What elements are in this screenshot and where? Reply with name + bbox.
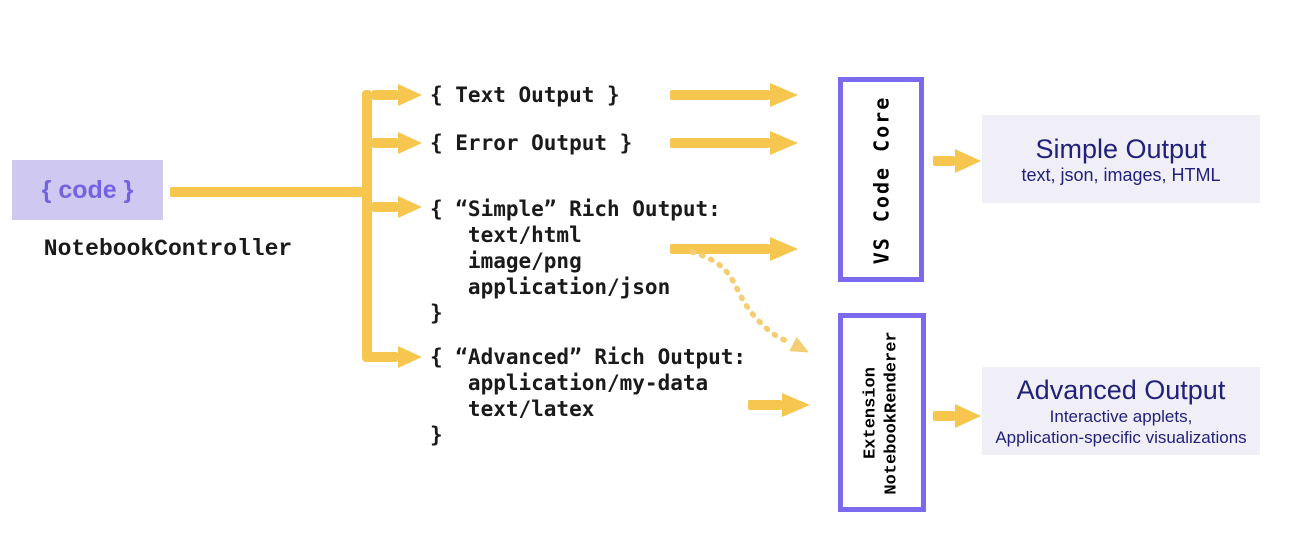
- simple-output-card: Simple Output text, json, images, HTML: [982, 115, 1260, 203]
- simple-rich-line: }: [430, 301, 443, 325]
- advanced-rich-line: application/my-data: [430, 371, 709, 395]
- result-arrow-advanced-line: [933, 411, 955, 421]
- advanced-output-card: Advanced Output Interactive applets, App…: [982, 367, 1260, 455]
- result-arrow-simple-line: [933, 156, 955, 166]
- code-box: { code }: [12, 160, 163, 220]
- simple-rich-line: { “Simple” Rich Output:: [430, 197, 721, 221]
- vs-code-core-box: VS Code Core: [838, 77, 924, 282]
- advanced-output-subtitle-line1: Interactive applets,: [1049, 407, 1193, 426]
- text-output-label: { Text Output }: [430, 83, 620, 107]
- flow-arrow-advanced-line: [748, 400, 782, 410]
- dotted-bypass-arrow: [689, 249, 809, 353]
- extension-renderer-line2: NotebookRenderer: [883, 330, 903, 495]
- flow-arrow-text-line: [670, 90, 770, 100]
- branch-line-error-output: [372, 138, 398, 148]
- flow-arrow-simple-line: [670, 244, 770, 254]
- advanced-output-title: Advanced Output: [1016, 375, 1226, 405]
- extension-renderer-box: Extension NotebookRenderer: [838, 313, 926, 512]
- simple-rich-line: application/json: [430, 275, 671, 299]
- vs-code-core-label: VS Code Core: [869, 95, 893, 264]
- simple-output-subtitle: text, json, images, HTML: [1021, 164, 1221, 185]
- simple-output-title: Simple Output: [1035, 133, 1207, 164]
- branch-line-simple-rich: [372, 202, 398, 212]
- notebook-controller-label: NotebookController: [43, 236, 293, 262]
- branch-arrowhead-text-output: [398, 84, 422, 106]
- flow-arrow-advanced-head: [782, 393, 810, 417]
- flow-arrow-error-head: [770, 131, 798, 155]
- error-output-label: { Error Output }: [430, 131, 633, 155]
- flow-arrow-error-line: [670, 138, 770, 148]
- branch-line-advanced-rich: [366, 352, 398, 362]
- extension-renderer-label: Extension NotebookRenderer: [861, 331, 903, 494]
- advanced-rich-line: }: [430, 423, 443, 447]
- flow-arrow-text-head: [770, 83, 798, 107]
- simple-rich-line: text/html: [430, 223, 582, 247]
- connector-trunk: [362, 90, 372, 362]
- feed-line: [170, 187, 372, 197]
- branch-arrowhead-advanced-rich: [398, 346, 422, 368]
- advanced-rich-output-block: { “Advanced” Rich Output: application/my…: [430, 344, 746, 448]
- result-arrow-advanced-head: [955, 404, 981, 428]
- extension-renderer-line1: Extension: [862, 366, 882, 459]
- flow-arrow-simple-head: [770, 237, 798, 261]
- result-arrow-simple-head: [955, 149, 981, 173]
- code-box-label: { code }: [41, 175, 134, 204]
- simple-rich-output-block: { “Simple” Rich Output: text/html image/…: [430, 196, 721, 326]
- branch-line-text-output: [372, 90, 398, 100]
- branch-arrowhead-error-output: [398, 132, 422, 154]
- advanced-rich-line: { “Advanced” Rich Output:: [430, 345, 747, 369]
- branch-arrowhead-simple-rich: [398, 196, 422, 218]
- advanced-output-subtitle-line2: Application-specific visualizations: [995, 428, 1247, 447]
- advanced-rich-line: text/latex: [430, 397, 595, 421]
- simple-rich-line: image/png: [430, 249, 582, 273]
